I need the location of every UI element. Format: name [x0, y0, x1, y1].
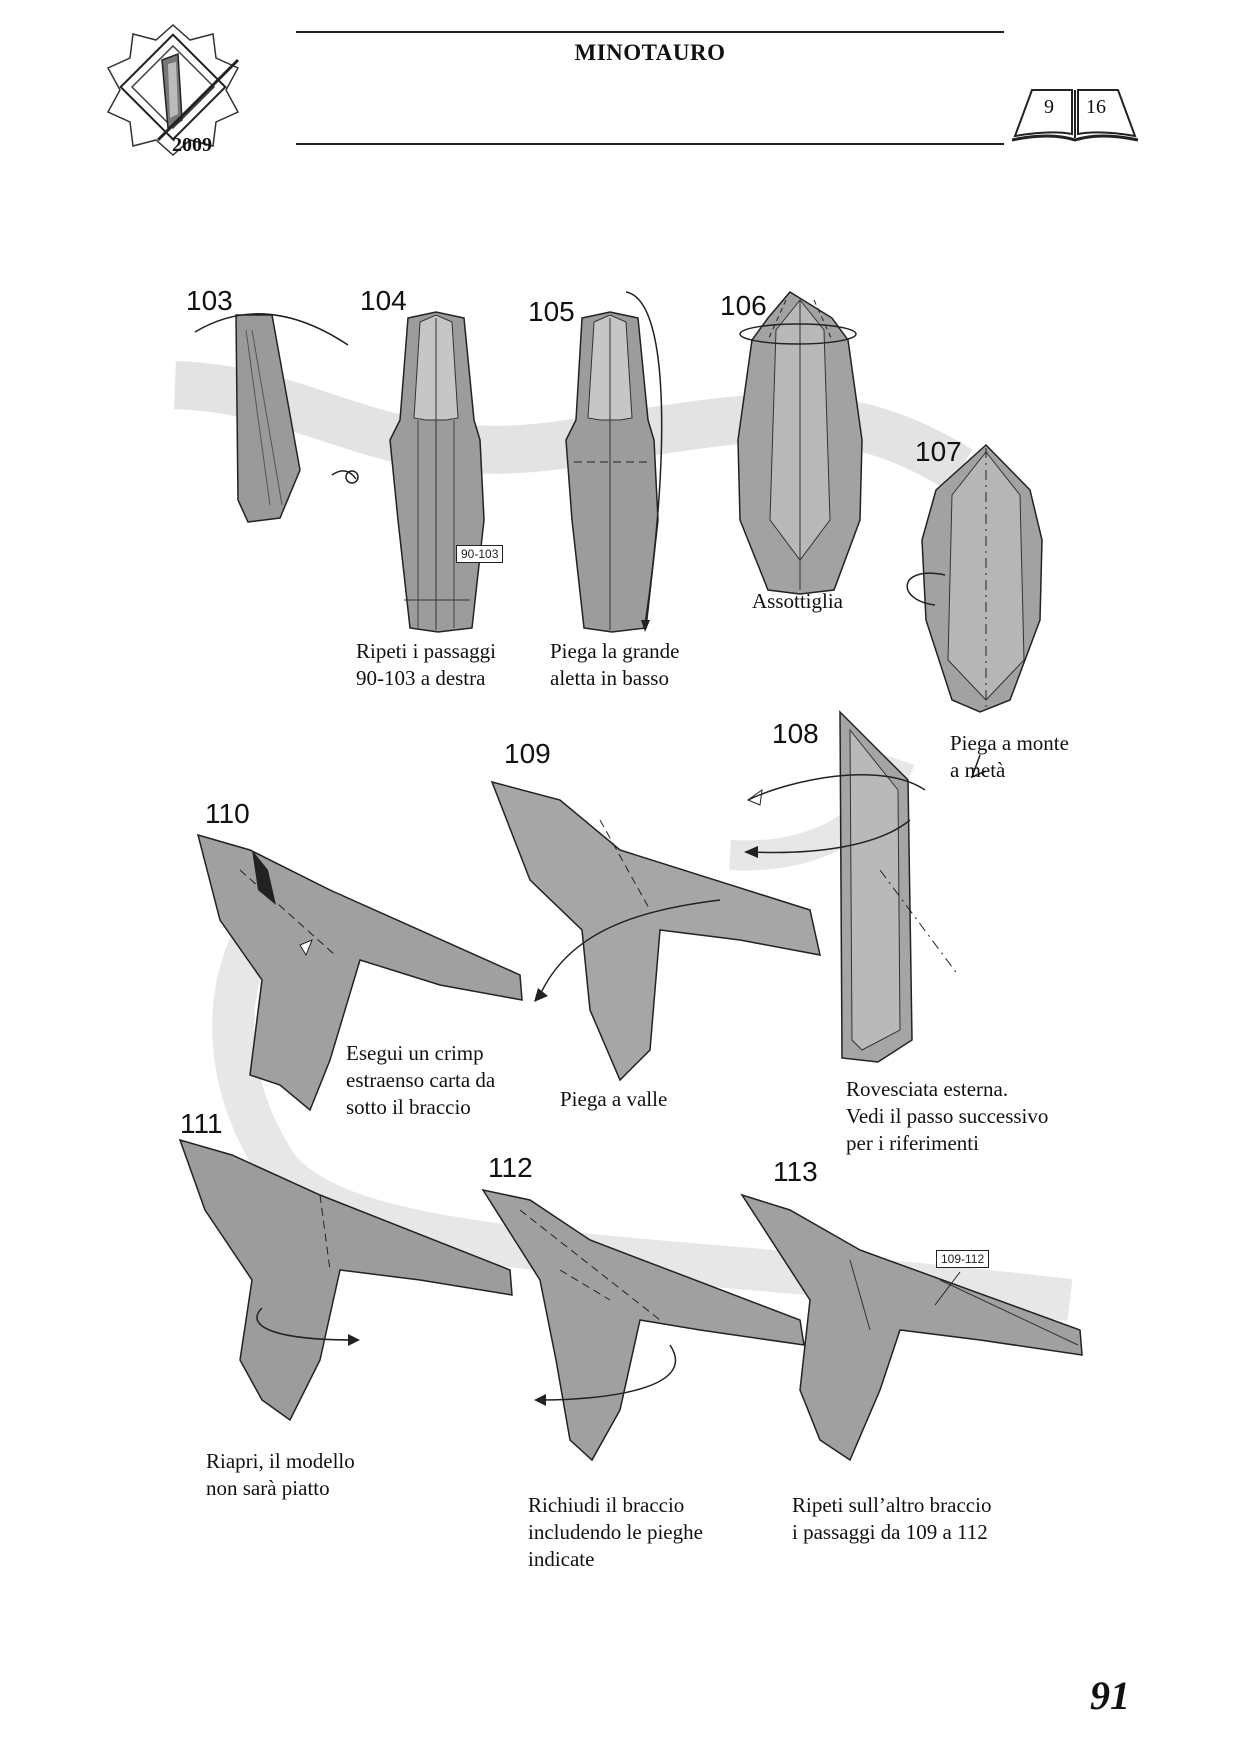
- caption-step-108: Rovesciata esterna. Vedi il passo succes…: [846, 1076, 1048, 1157]
- diagram-step-111: [180, 1140, 512, 1420]
- caption-step-111: Riapri, il modello non sarà piatto: [206, 1448, 355, 1502]
- caption-step-106: Assottiglia: [752, 588, 843, 615]
- step-number-109: 109: [504, 738, 551, 770]
- diagram-step-112: [483, 1190, 804, 1460]
- diagram-step-104: [390, 312, 484, 632]
- reference-box-90-103: 90-103: [456, 545, 503, 563]
- caption-step-110: Esegui un crimp estraenso carta da sotto…: [346, 1040, 495, 1121]
- caption-step-105: Piega la grande aletta in basso: [550, 638, 679, 692]
- step-number-112: 112: [488, 1152, 533, 1184]
- page-number: 91: [1090, 1672, 1130, 1719]
- caption-step-104: Ripeti i passaggi 90-103 a destra: [356, 638, 496, 692]
- step-number-111: 111: [180, 1108, 223, 1140]
- diagram-step-109: [492, 782, 820, 1080]
- step-number-105: 105: [528, 296, 575, 328]
- step-number-113: 113: [773, 1156, 818, 1188]
- step-number-108: 108: [772, 718, 819, 750]
- diagram-step-106: [738, 292, 862, 594]
- diagram-step-108: [744, 712, 958, 1062]
- caption-step-109: Piega a valle: [560, 1086, 667, 1113]
- caption-step-107: Piega a monte a metà: [950, 730, 1069, 784]
- caption-step-112: Richiudi il braccio includendo le pieghe…: [528, 1492, 703, 1573]
- step-number-110: 110: [205, 798, 250, 830]
- caption-step-113: Ripeti sull’altro braccio i passaggi da …: [792, 1492, 991, 1546]
- step-number-106: 106: [720, 290, 767, 322]
- step-number-107: 107: [915, 436, 962, 468]
- step-number-104: 104: [360, 285, 407, 317]
- diagram-step-107: [907, 445, 1042, 777]
- diagram-step-105: [566, 292, 662, 632]
- step-number-103: 103: [186, 285, 233, 317]
- reference-box-109-112: 109-112: [936, 1250, 989, 1268]
